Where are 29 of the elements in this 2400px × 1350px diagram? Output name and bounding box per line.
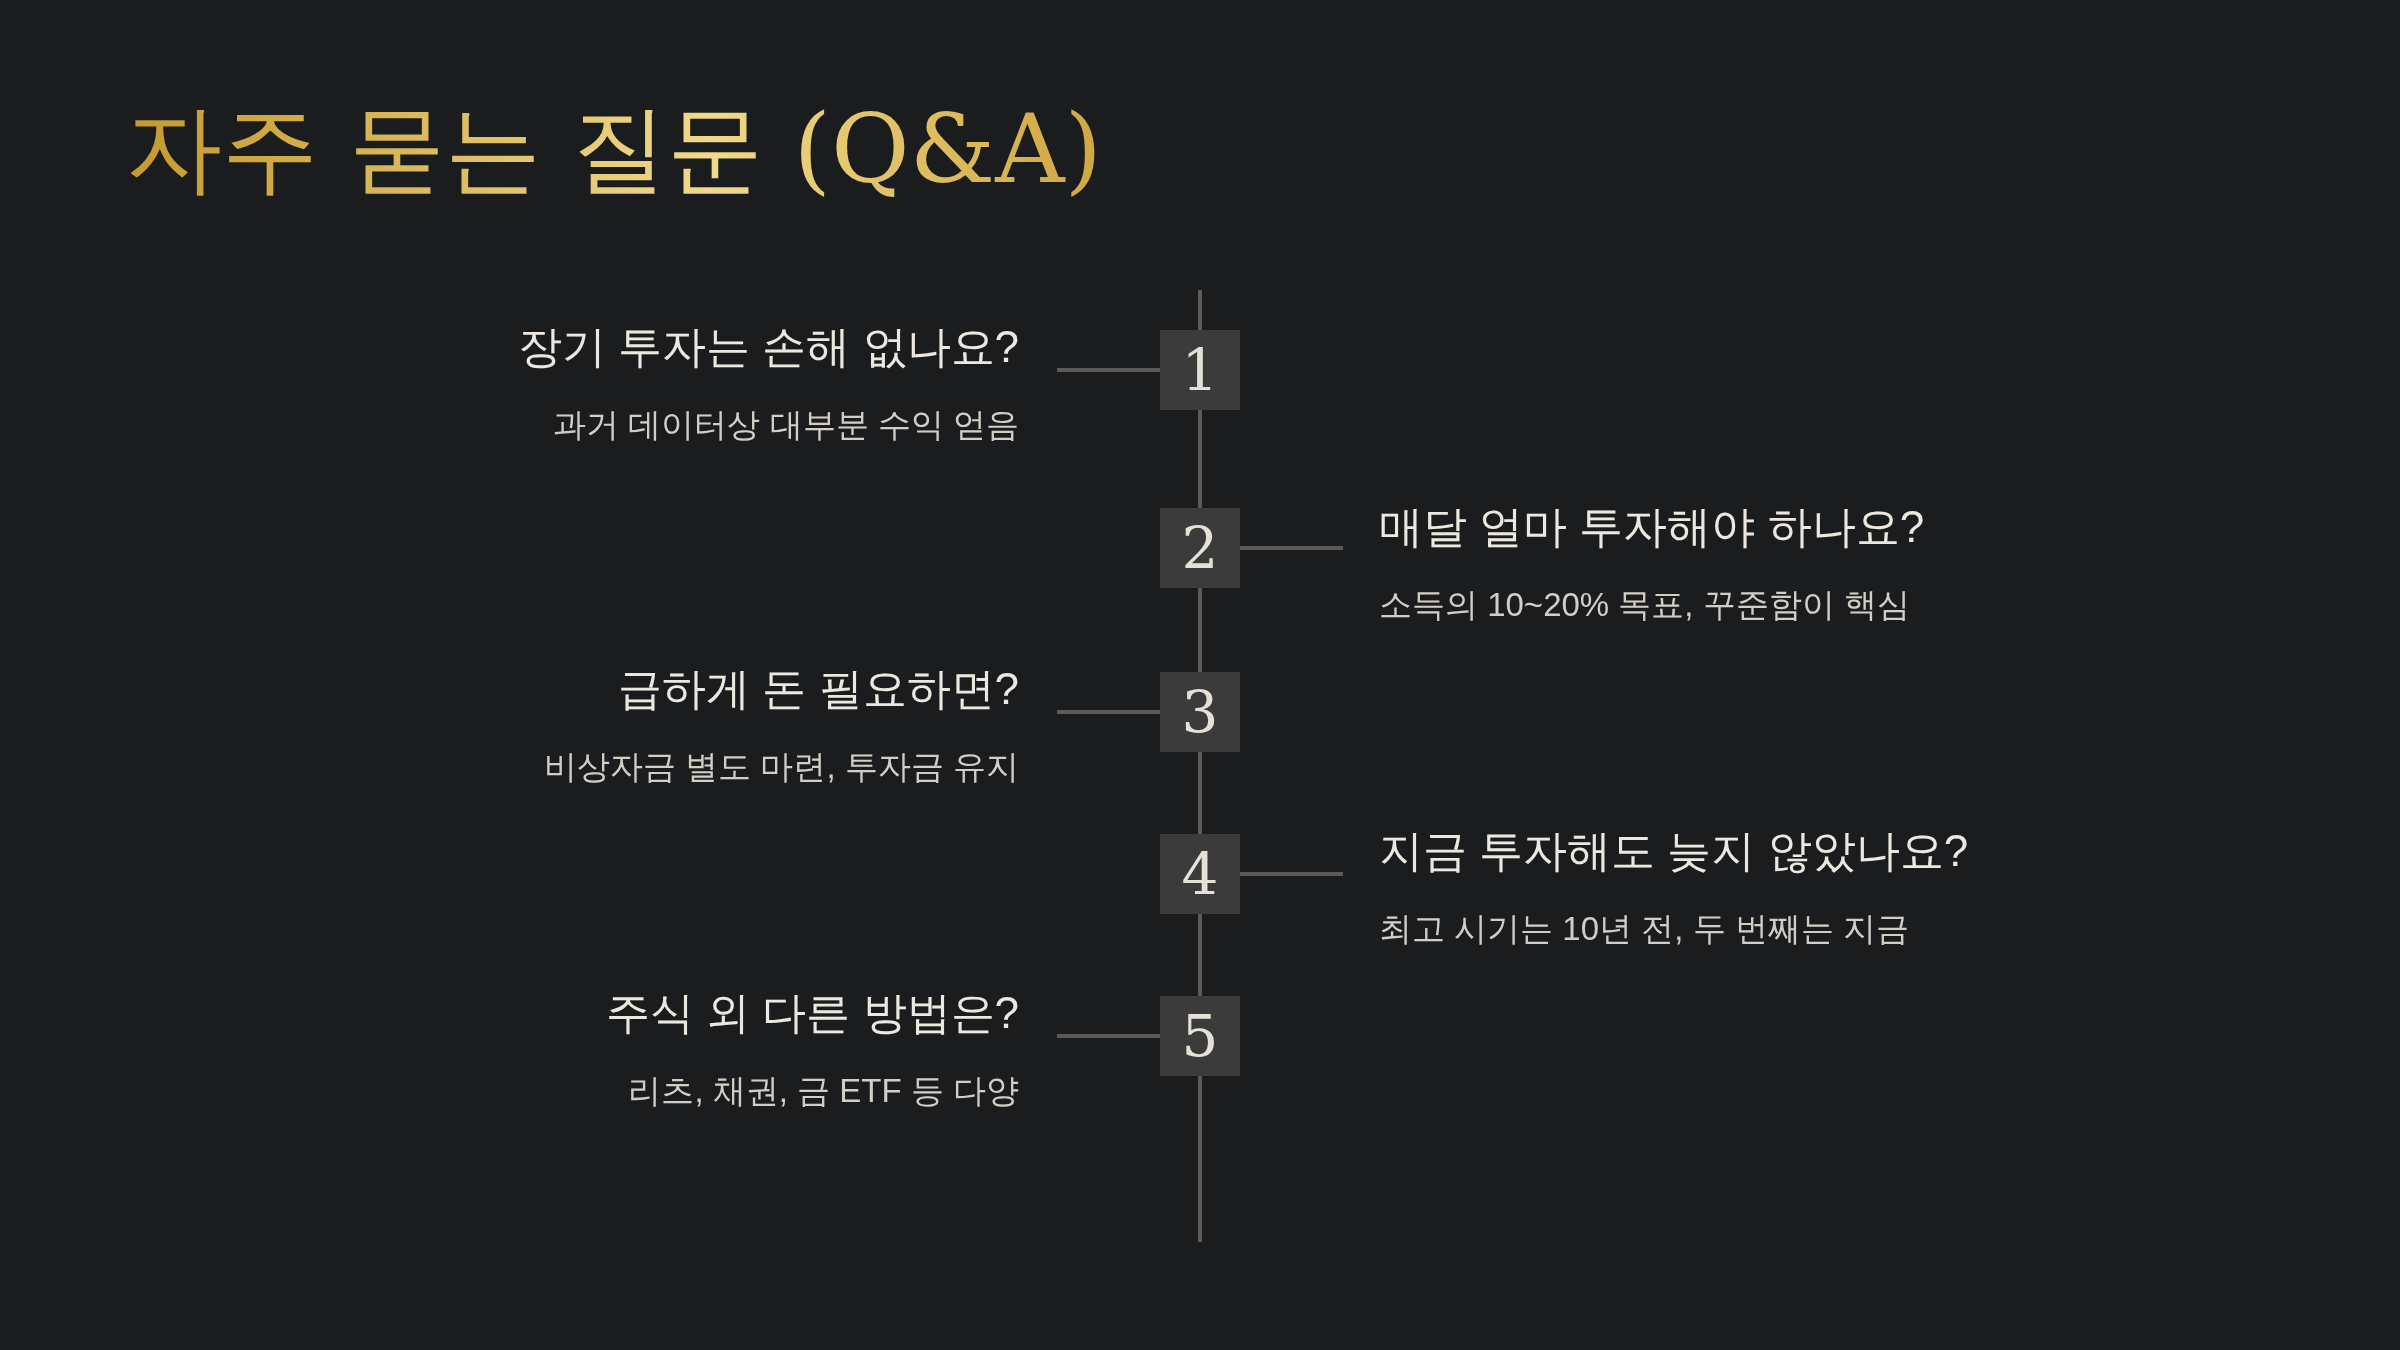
step-number-box bbox=[1160, 508, 1240, 588]
answer-text: 비상자금 별도 마련, 투자금 유지 bbox=[544, 747, 1019, 787]
question-text: 지금 투자해도 늦지 않았나요? bbox=[1379, 825, 1969, 877]
answer-text: 리츠, 채권, 금 ETF 등 다양 bbox=[628, 1071, 1019, 1111]
step-number-box bbox=[1160, 996, 1240, 1076]
step-number: 5 bbox=[1181, 1002, 1219, 1070]
answer-text: 과거 데이터상 대부분 수익 얻음 bbox=[553, 405, 1019, 445]
step-number: 2 bbox=[1181, 514, 1219, 582]
step-number: 3 bbox=[1181, 678, 1219, 746]
timeline-line bbox=[1198, 914, 1202, 996]
step-number: 1 bbox=[1181, 336, 1219, 404]
question-text: 매달 얼마 투자해야 하나요? bbox=[1379, 501, 1925, 553]
connector-line bbox=[1240, 872, 1343, 876]
step-number-box bbox=[1160, 834, 1240, 914]
timeline-line bbox=[1198, 588, 1202, 672]
step-number: 4 bbox=[1181, 840, 1219, 908]
connector-line bbox=[1057, 368, 1160, 372]
step-number-box bbox=[1160, 330, 1240, 410]
question-text: 장기 투자는 손해 없나요? bbox=[517, 321, 1019, 373]
question-text: 주식 외 다른 방법은? bbox=[605, 987, 1019, 1039]
answer-text: 최고 시기는 10년 전, 두 번째는 지금 bbox=[1379, 909, 1909, 949]
connector-line bbox=[1057, 710, 1160, 714]
step-number-box bbox=[1160, 672, 1240, 752]
timeline-line bbox=[1198, 752, 1202, 834]
connector-line bbox=[1240, 546, 1343, 550]
answer-text: 소득의 10~20% 목표, 꾸준함이 핵심 bbox=[1379, 585, 1910, 625]
connector-line bbox=[1057, 1034, 1160, 1038]
question-text: 급하게 돈 필요하면? bbox=[618, 663, 1019, 715]
timeline-line bbox=[1198, 410, 1202, 508]
